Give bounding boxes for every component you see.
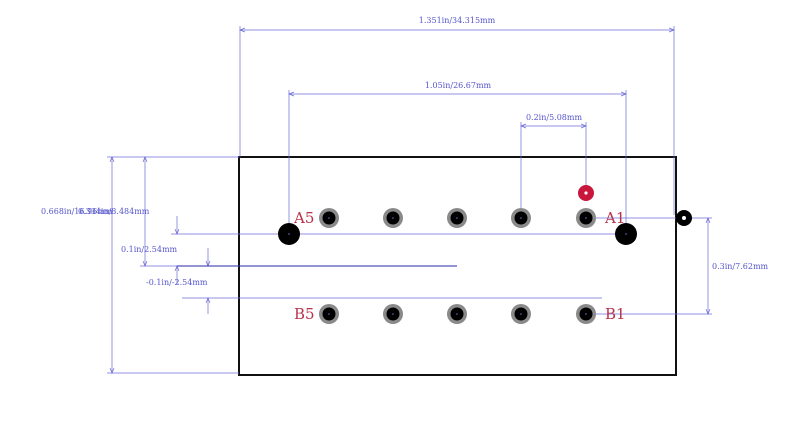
pad-b4 (383, 304, 403, 324)
pad-b1 (576, 304, 596, 324)
dim-overall-width: 1.351in/34.315mm (239, 16, 675, 215)
dim-offset-upper-text: 0.1in/2.54mm (121, 245, 178, 254)
dim-row-spacing-text: 0.3in/7.62mm (712, 262, 769, 271)
pad-a4 (383, 208, 403, 228)
label-b1: B1 (605, 305, 626, 323)
dim-row-spacing: 0.3in/7.62mm (586, 217, 769, 315)
label-a1: A1 (604, 209, 625, 227)
pad-b5 (319, 304, 339, 324)
pad-a3 (447, 208, 467, 228)
pad-b3 (447, 304, 467, 324)
pad-a1 (576, 208, 596, 228)
dim-pitch-text: 0.2in/5.08mm (526, 113, 583, 122)
dim-offset-lower: -0.1in/-2.54mm (146, 265, 602, 314)
dim-overall-height-text: 0.668in/16.96mm (41, 207, 113, 216)
dim-row-span: 1.05in/26.67mm (288, 81, 627, 225)
dim-row-span-text: 1.05in/26.67mm (425, 81, 492, 90)
pad-a2 (511, 208, 531, 228)
pad-a5 (319, 208, 339, 228)
label-b5: B5 (294, 305, 315, 323)
mounting-hole-left (278, 223, 300, 245)
dim-offset-upper: 0.1in/2.54mm (121, 216, 632, 267)
pin1-marker (578, 185, 594, 201)
dim-pitch: 0.2in/5.08mm (520, 113, 587, 210)
pad-b2 (511, 304, 531, 324)
dim-body-height-text: 0.334in/8.484mm (78, 207, 150, 216)
dim-offset-lower-text: -0.1in/-2.54mm (146, 278, 208, 287)
mounting-hole-right (615, 223, 637, 245)
dim-overall-width-text: 1.351in/34.315mm (419, 16, 496, 25)
label-a5: A5 (293, 209, 314, 227)
reference-hole (676, 210, 692, 226)
dim-overall-height: 0.668in/16.96mm (41, 156, 239, 374)
